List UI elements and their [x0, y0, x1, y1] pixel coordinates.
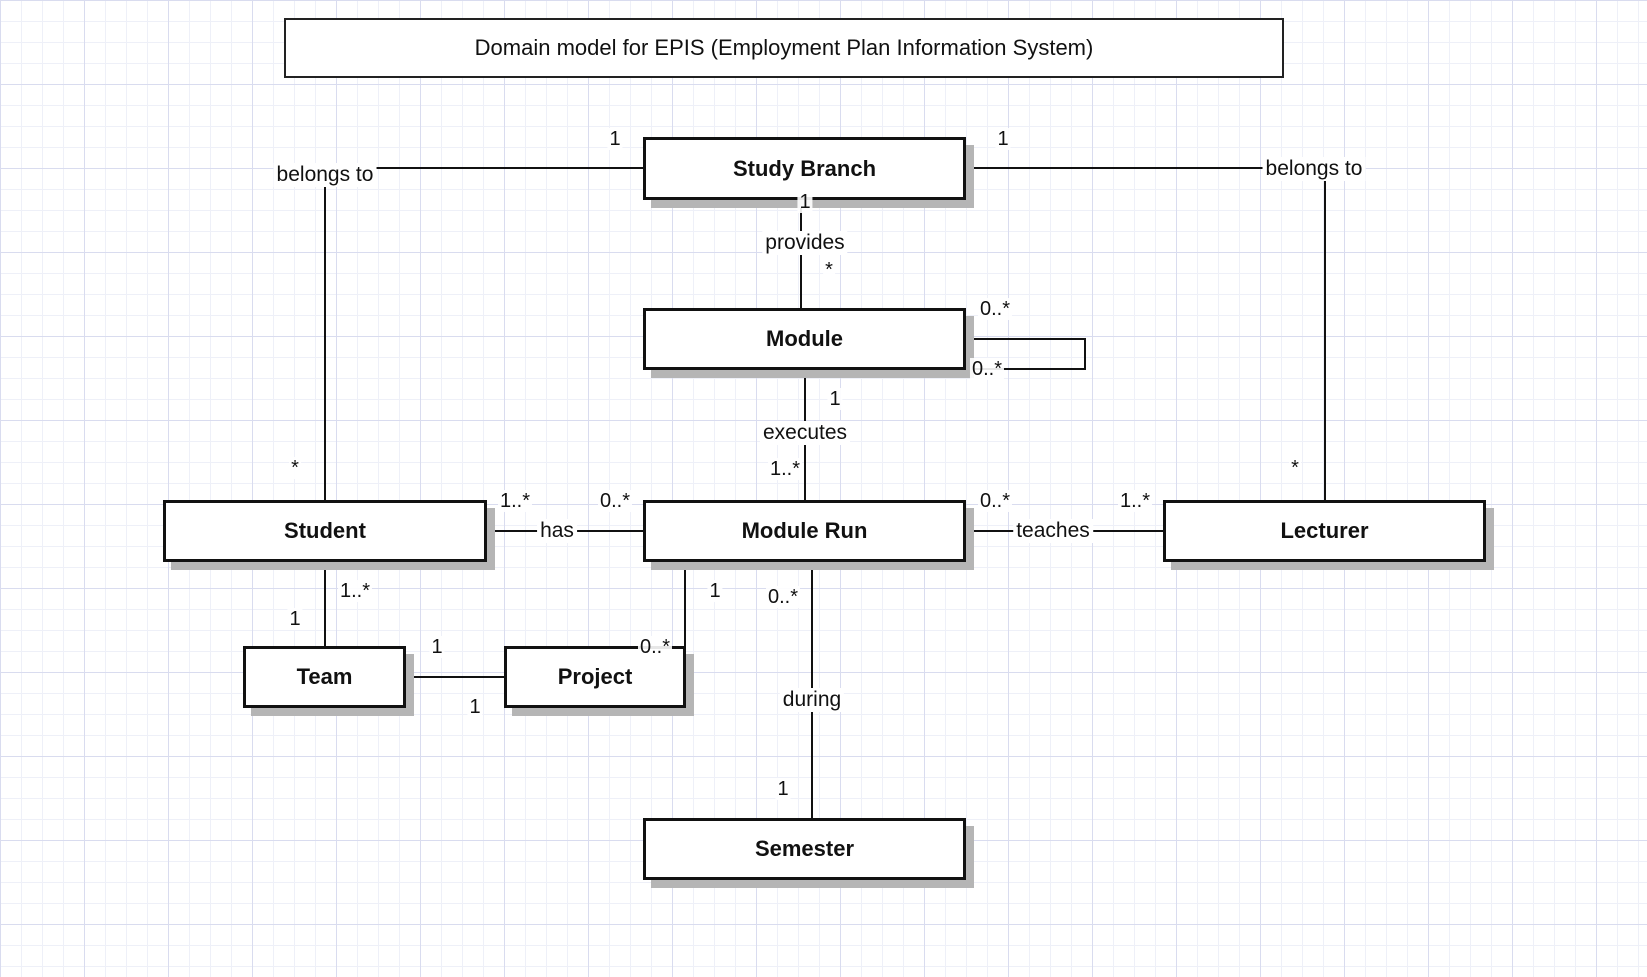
mult-branch-lecturer-side: 1: [995, 128, 1011, 150]
mult-student-team-student-side: 1..*: [337, 580, 373, 602]
line-module-self: [965, 338, 1086, 370]
mult-run-project-run-side: 1: [707, 580, 723, 602]
assoc-label-student-belongs-to: belongs to: [273, 163, 377, 187]
assoc-label-has: has: [537, 519, 577, 543]
mult-team-project-project-side: 1: [467, 696, 483, 718]
class-module[interactable]: Module: [643, 308, 966, 370]
mult-run-semester-run-side: 0..*: [765, 586, 801, 608]
mult-team-project-team-side: 1: [429, 636, 445, 658]
class-student[interactable]: Student: [163, 500, 487, 562]
assoc-label-lecturer-belongs-to: belongs to: [1262, 157, 1366, 181]
mult-run-module-side: 1..*: [767, 458, 803, 480]
line-studybranch-lecturer: [965, 167, 1326, 500]
assoc-label-provides: provides: [762, 231, 848, 255]
mult-student-run-student-side: 1..*: [497, 490, 533, 512]
class-lecturer[interactable]: Lecturer: [1163, 500, 1486, 562]
line-student-studybranch: [324, 167, 645, 500]
mult-student-team-team-side: 1: [287, 608, 303, 630]
class-module-run[interactable]: Module Run: [643, 500, 966, 562]
mult-run-lecturer-lecturer-side: 1..*: [1117, 490, 1153, 512]
diagram-title: Domain model for EPIS (Employment Plan I…: [284, 18, 1284, 78]
class-team[interactable]: Team: [243, 646, 406, 708]
mult-run-project-project-side: 0..*: [637, 636, 673, 658]
assoc-label-during: during: [779, 688, 845, 712]
mult-run-semester-semester-side: 1: [775, 778, 791, 800]
assoc-label-teaches: teaches: [1013, 519, 1093, 543]
mult-student-run-run-side: 0..*: [597, 490, 633, 512]
class-study-branch[interactable]: Study Branch: [643, 137, 966, 200]
mult-lecturer-branch-side: *: [1289, 457, 1301, 479]
mult-module-self-bottom: 0..*: [969, 358, 1005, 380]
mult-branch-module-side: 1: [797, 191, 813, 213]
mult-student-branch-side: *: [289, 457, 301, 479]
mult-branch-student-side: 1: [607, 128, 623, 150]
mult-run-lecturer-run-side: 0..*: [977, 490, 1013, 512]
mult-module-run-module-side: 1: [827, 388, 843, 410]
mult-module-self-top: 0..*: [977, 298, 1013, 320]
class-semester[interactable]: Semester: [643, 818, 966, 880]
mult-module-branch-side: *: [823, 259, 835, 281]
line-modulerun-project: [680, 562, 686, 652]
assoc-label-executes: executes: [759, 421, 851, 445]
